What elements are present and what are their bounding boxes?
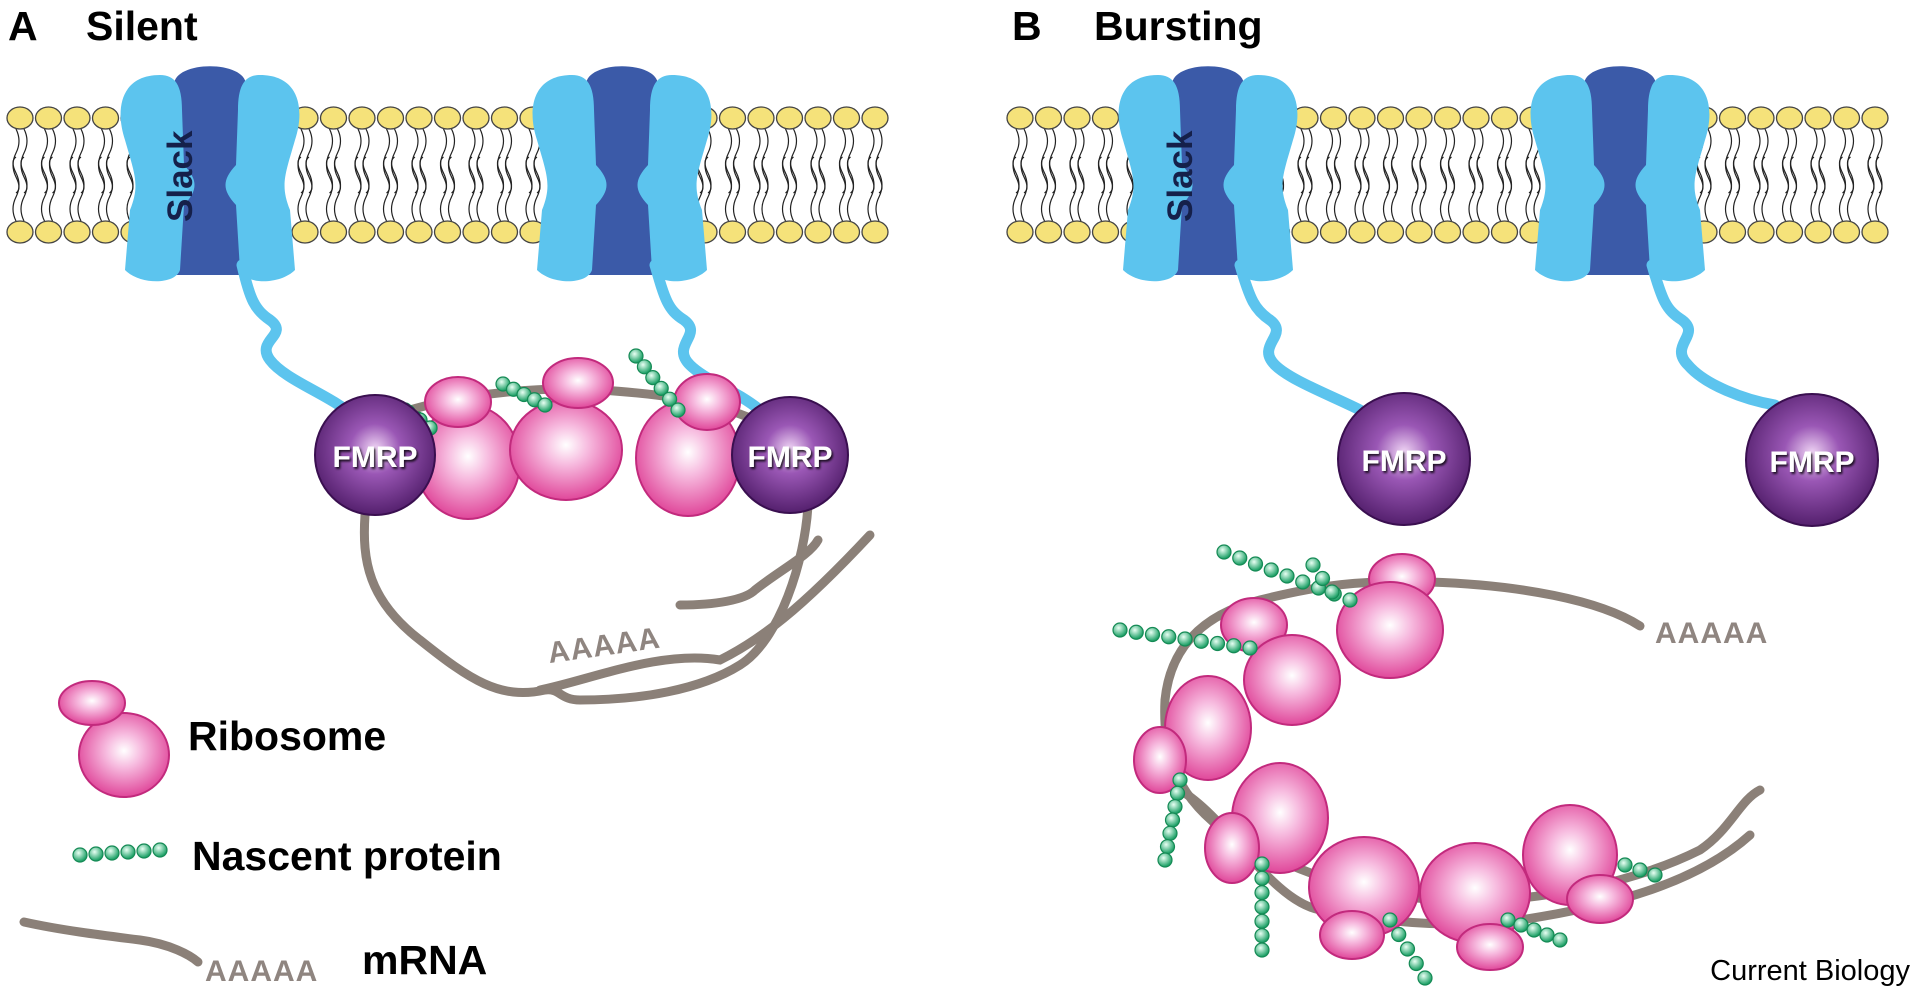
- legend-ribosome-label: Ribosome: [188, 713, 386, 759]
- fmrp-label-a1: FMRP: [333, 441, 418, 474]
- fmrp-b1: FMRP: [1337, 392, 1471, 526]
- nascent-protein-chains-a: [397, 348, 686, 436]
- panel-a-title: Silent: [86, 3, 198, 49]
- legend-mrna-polya: AAAAA: [205, 955, 318, 988]
- slack-channel-b1: [1118, 66, 1366, 416]
- mrna-strand-a: [359, 500, 813, 705]
- ribosome-cluster-a: [415, 357, 741, 520]
- fmrp-a1: FMRP: [314, 394, 436, 516]
- nascent-protein-chains-b: [1112, 544, 1663, 986]
- fmrp-label-b2: FMRP: [1770, 446, 1855, 479]
- fmrp-label-a2: FMRP: [748, 441, 833, 474]
- panel-b-letter: B: [1012, 3, 1042, 49]
- slack-channel-a1: [120, 66, 358, 421]
- legend-nascent-protein-icon: [72, 842, 168, 863]
- slack-label-b: Slack: [1161, 130, 1200, 222]
- mrna-polya-segment-a: [675, 535, 823, 610]
- panel-a-letter: A: [8, 3, 38, 49]
- fmrp-label-b1: FMRP: [1362, 445, 1447, 478]
- legend-mrna-icon: [19, 917, 203, 967]
- panel-b-title: Bursting: [1094, 3, 1263, 49]
- slack-channel-a2: [532, 66, 766, 416]
- legend-nascent-protein-label: Nascent protein: [192, 833, 502, 879]
- slack-label-a: Slack: [161, 130, 200, 222]
- legend-mrna-label: mRNA: [362, 937, 487, 983]
- fmrp-b2: FMRP: [1745, 393, 1879, 527]
- slack-channel-b2: [1530, 66, 1781, 411]
- ribosome-polysome-b: [1133, 553, 1634, 971]
- polya-label-b: AAAAA: [1655, 617, 1768, 650]
- mrna-tail-a: [535, 530, 875, 695]
- journal-credit: Current Biology: [1710, 955, 1910, 987]
- fmrp-a2: FMRP: [731, 396, 849, 514]
- legend-ribosome-icon: [58, 680, 170, 798]
